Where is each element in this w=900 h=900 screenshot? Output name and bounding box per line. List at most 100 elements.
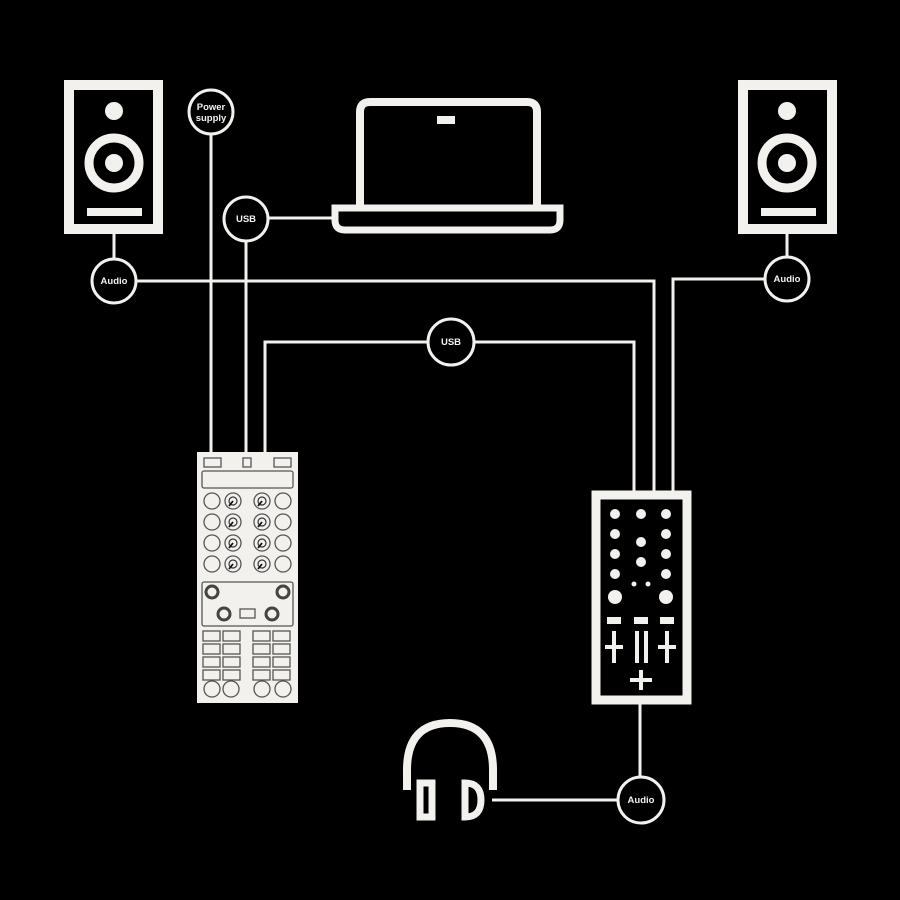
controller-button (274, 513, 292, 531)
mixer-knob (610, 529, 620, 539)
controller-body (197, 452, 298, 703)
mixer-fader-knob (658, 645, 676, 649)
speaker-cabinet (64, 80, 163, 234)
speaker-left (64, 80, 163, 234)
mixer-crossfader-knob (639, 670, 643, 690)
controller-pad (202, 643, 221, 655)
node-circle (426, 317, 476, 367)
speaker-right (738, 80, 837, 234)
node-label: Audio (774, 274, 801, 285)
mixer-fader-knob (605, 645, 623, 649)
mixer-body (591, 490, 692, 705)
mixer-fader-track (635, 631, 639, 663)
connection-lines (112, 133, 789, 802)
laptop-icon (331, 98, 564, 234)
mixer-knob (608, 590, 622, 604)
controller-pot-cap (257, 517, 267, 527)
node-usb-mixer: USB (426, 317, 476, 367)
controller-bottom-button (253, 680, 271, 698)
controller-button (273, 457, 292, 468)
mixer-knob (610, 549, 620, 559)
controller-bottom-button (222, 680, 240, 698)
node-label: Power (197, 102, 226, 113)
controller-pad (272, 643, 291, 655)
controller-pot-cap (228, 517, 238, 527)
controller-pot (224, 555, 242, 573)
controller-button (242, 457, 252, 468)
controller-pad (222, 643, 241, 655)
controller-button (274, 534, 292, 552)
controller-pad (222, 656, 241, 668)
mixer-fader-cap (607, 617, 621, 624)
controller-pot-indicator (257, 521, 263, 528)
controller-pot-cap (228, 538, 238, 548)
speaker-tweeter-icon (105, 102, 123, 120)
controller-button (203, 492, 221, 510)
controller-icon (197, 452, 298, 703)
controller-encoder (204, 584, 220, 600)
speaker-base-bar (87, 208, 142, 216)
mixer-knob (631, 581, 637, 587)
controller-pot (224, 492, 242, 510)
speaker-woofer-center (778, 154, 796, 172)
controller-encoder (216, 606, 232, 622)
line-audio-right-mixer (671, 277, 764, 492)
mixer-knob (636, 509, 646, 519)
controller-pad (272, 669, 291, 681)
controller-button (203, 513, 221, 531)
speaker-woofer-icon (757, 133, 817, 193)
headphones-ear-left (416, 779, 436, 821)
controller-pot-cap (257, 496, 267, 506)
line-usb-controller-left (263, 340, 428, 452)
line-usb-mixer-right (474, 340, 636, 492)
controller-pot-cap (257, 538, 267, 548)
node-audio-left: Audio (90, 257, 138, 305)
controller-pot-cap (228, 496, 238, 506)
controller-pads (202, 630, 292, 698)
laptop-base (331, 204, 564, 234)
controller-pad (252, 669, 271, 681)
node-circle (616, 775, 666, 825)
controller-button (203, 555, 221, 573)
speaker-base-bar (761, 208, 816, 216)
node-circle (187, 88, 235, 136)
controller-pad (202, 669, 221, 681)
node-audio-headphones: Audio (616, 775, 666, 825)
mixer-knob (661, 509, 671, 519)
controller-button (203, 457, 222, 468)
node-label: USB (441, 337, 461, 348)
node-usb-laptop: USB (222, 195, 270, 243)
controller-bottom-button (203, 680, 221, 698)
mixer-knob (661, 549, 671, 559)
controller-pad (252, 630, 271, 642)
controller-pad (202, 630, 221, 642)
line-audio-left-mixer (137, 279, 656, 492)
node-circle (90, 257, 138, 305)
mixer-knob (645, 581, 651, 587)
controller-bottom-button (274, 680, 292, 698)
controller-pad (272, 656, 291, 668)
controller-encoder (275, 584, 291, 600)
mixer-fader-cap (634, 617, 648, 624)
mixer-fader-track (644, 631, 648, 663)
mixer-faders (605, 617, 676, 690)
node-label: Audio (101, 276, 128, 287)
speaker-cabinet (738, 80, 837, 234)
controller-knobs (203, 492, 292, 573)
controller-pot (224, 513, 242, 531)
controller-pad (272, 630, 291, 642)
controller-pad (252, 643, 271, 655)
headphones-band (403, 718, 497, 790)
controller-pot-indicator (228, 542, 234, 549)
controller-pot-indicator (228, 521, 234, 528)
mixer-knob (636, 557, 646, 567)
controller-pot-indicator (228, 563, 234, 570)
controller-jog-section (201, 581, 294, 627)
headphones-icon (403, 718, 497, 821)
mixer-knob (610, 569, 620, 579)
controller-pad (252, 656, 271, 668)
node-circle (763, 255, 811, 303)
mixer-knob (661, 569, 671, 579)
